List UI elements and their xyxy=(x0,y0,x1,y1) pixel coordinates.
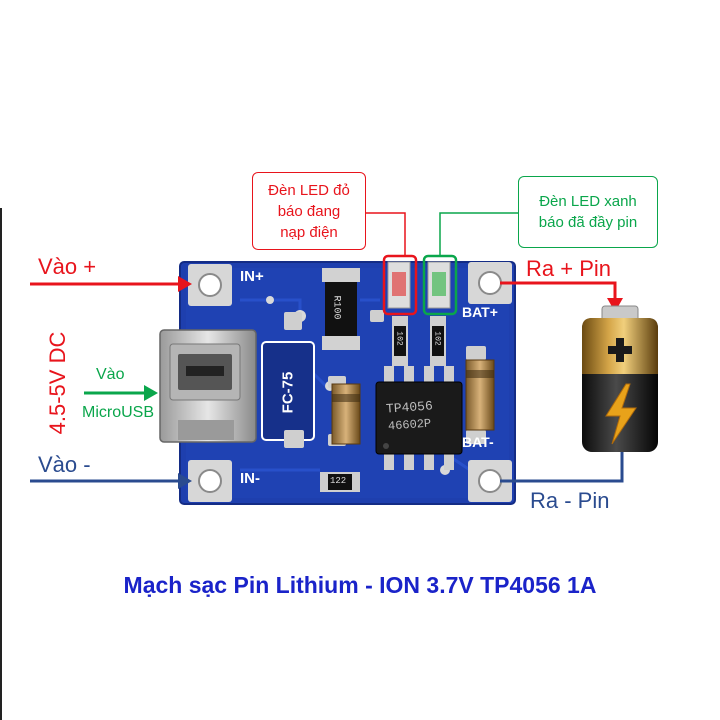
pad-bat-plus xyxy=(468,262,512,304)
label-voltage: 4.5-5V DC xyxy=(45,331,70,435)
battery-icon xyxy=(582,305,658,452)
label-ra-minus: Ra - Pin xyxy=(530,488,610,513)
output-plus-arrowhead xyxy=(607,298,623,312)
resistor-r100-label: R100 xyxy=(330,295,342,320)
resistor-122 xyxy=(320,472,360,492)
led-res-1-label: 102 xyxy=(394,331,404,346)
pad-bat-minus xyxy=(468,460,512,502)
usb-input-arrowhead xyxy=(144,385,158,401)
callout-green-line-1: Đèn LED xanh xyxy=(539,193,637,210)
capacitor-left xyxy=(331,383,361,445)
label-vao-minus: Vào - xyxy=(38,452,91,477)
callout-green-line-2: báo đã đầy pin xyxy=(538,214,638,231)
red-callout-leader xyxy=(366,212,406,256)
callout-red-line-1: Đèn LED đỏ xyxy=(268,181,350,199)
silk-bat-plus: BAT+ xyxy=(462,304,498,320)
green-callout-leader xyxy=(439,212,518,256)
resistor-r100 xyxy=(322,268,360,350)
led-res-2-label: 102 xyxy=(432,331,442,346)
led-red xyxy=(387,261,411,309)
input-plus-arrowhead xyxy=(178,276,192,292)
led-red-highlight xyxy=(382,254,418,316)
diagram-title: Mạch sạc Pin Lithium - ION 3.7V TP4056 1… xyxy=(123,572,597,598)
label-vao-usb: Vào xyxy=(96,366,125,383)
callout-green-led: Đèn LED xanh báo đã đầy pin xyxy=(518,176,658,248)
led-resistors xyxy=(392,316,446,366)
label-ra-plus: Ra + Pin xyxy=(526,256,611,281)
silk-in-minus: IN- xyxy=(240,470,260,487)
input-minus-arrowhead xyxy=(178,473,192,489)
silk-bat-minus: BAT- xyxy=(462,434,494,450)
left-border-line xyxy=(0,208,2,720)
callout-red-led: Đèn LED đỏ báo đang nạp điện xyxy=(252,172,366,250)
pad-in-plus xyxy=(188,264,232,306)
silk-inductor: FC-75 xyxy=(279,371,297,414)
output-plus-line xyxy=(500,281,617,300)
ic-code: 46602P xyxy=(387,416,432,434)
led-green xyxy=(427,261,451,309)
resistor-122-label: 122 xyxy=(330,476,347,486)
label-microusb: MicroUSB xyxy=(82,404,155,421)
pad-in-minus xyxy=(188,460,232,502)
capacitor-right xyxy=(465,359,495,431)
callout-red-line-3: nạp điện xyxy=(280,223,338,241)
micro-usb-connector xyxy=(159,329,257,443)
callout-red-line-2: báo đang xyxy=(277,202,341,220)
ic-tp4056 xyxy=(375,366,463,470)
silk-in-plus: IN+ xyxy=(240,268,264,285)
label-vao-plus: Vào + xyxy=(38,254,97,279)
output-minus-line xyxy=(500,452,624,483)
